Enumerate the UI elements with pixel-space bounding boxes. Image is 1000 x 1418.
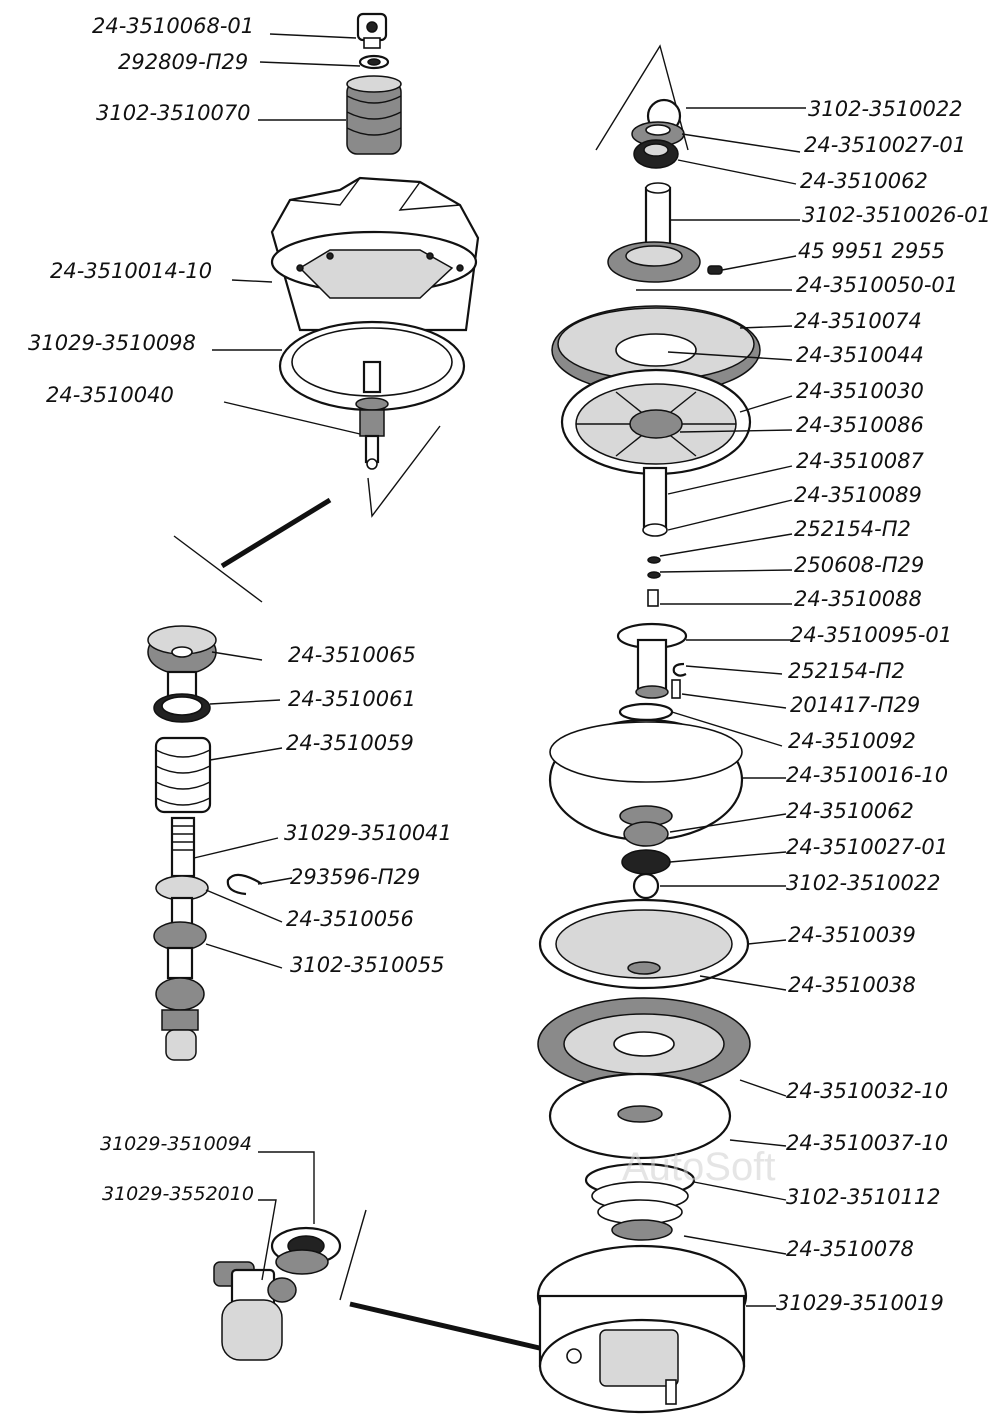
part-number-label: 24-3510027-01 bbox=[804, 133, 966, 157]
part-number-label: 293596-П29 bbox=[290, 865, 420, 889]
leader-lines bbox=[193, 33, 806, 1307]
part-valve-spring bbox=[154, 736, 212, 814]
part-spring-cap bbox=[346, 75, 402, 155]
part-number-label: 292809-П29 bbox=[118, 50, 248, 74]
part-number-label: 3102-3510112 bbox=[786, 1185, 941, 1209]
part-number-label: 24-3510087 bbox=[796, 449, 924, 473]
part-seal-lower bbox=[621, 821, 671, 900]
part-number-label: 24-3510088 bbox=[794, 587, 922, 611]
axis-line bbox=[220, 497, 332, 569]
part-number-label: 24-3510062 bbox=[786, 799, 914, 823]
part-diaphragm bbox=[537, 997, 751, 1091]
part-wheel-piston bbox=[560, 368, 752, 476]
part-push-rod-tube bbox=[644, 182, 672, 246]
part-diaphragm-plate bbox=[538, 898, 750, 990]
axis-line bbox=[349, 1301, 549, 1353]
part-number-label: 24-3510037-10 bbox=[786, 1131, 948, 1155]
part-return-spring bbox=[584, 1162, 696, 1241]
part-number-label: 24-3510040 bbox=[46, 383, 174, 407]
part-valve-top-fitting bbox=[356, 12, 388, 49]
part-number-label: 24-3510086 bbox=[796, 413, 924, 437]
part-number-label: 24-3510032-10 bbox=[786, 1079, 948, 1103]
part-number-label: 24-3510059 bbox=[286, 731, 414, 755]
part-number-label: 31029-3510041 bbox=[284, 821, 452, 845]
part-number-label: 24-3510068-01 bbox=[92, 14, 254, 38]
part-number-label: 31029-3510098 bbox=[28, 331, 196, 355]
part-clip-small bbox=[672, 662, 687, 677]
part-number-label: 24-3510016-10 bbox=[786, 763, 948, 787]
part-number-label: 3102-3510022 bbox=[786, 871, 941, 895]
part-number-label: 201417-П29 bbox=[790, 693, 920, 717]
part-bolt-small bbox=[671, 679, 681, 699]
part-number-label: 3102-3510026-01 bbox=[802, 203, 991, 227]
axis-bracket bbox=[367, 425, 441, 518]
part-piston-rod bbox=[642, 466, 668, 607]
part-number-label: 24-3510014-10 bbox=[50, 259, 212, 283]
axis-bracket bbox=[173, 535, 263, 603]
part-housing-rear bbox=[536, 1244, 748, 1414]
part-valve-stem bbox=[355, 360, 389, 470]
part-number-label: 24-3510039 bbox=[788, 923, 916, 947]
axis-bracket bbox=[339, 1209, 367, 1301]
part-number-label: 24-3510050-01 bbox=[796, 273, 958, 297]
part-number-label: 31029-3552010 bbox=[102, 1183, 254, 1205]
part-plate-rear bbox=[548, 1072, 732, 1160]
part-number-label: 24-3510065 bbox=[288, 643, 416, 667]
part-number-label: 24-3510092 bbox=[788, 729, 916, 753]
part-valve-cap bbox=[147, 625, 217, 675]
part-number-label: 24-3510074 bbox=[794, 309, 922, 333]
part-number-label: 24-3510062 bbox=[800, 169, 928, 193]
part-retaining-clip bbox=[226, 873, 263, 896]
part-grommet bbox=[270, 1226, 342, 1275]
part-hose-fitting bbox=[213, 1261, 297, 1361]
part-bearing-housing bbox=[616, 622, 688, 699]
part-number-label: 24-3510027-01 bbox=[786, 835, 948, 859]
part-number-label: 24-3510030 bbox=[796, 379, 924, 403]
part-number-label: 24-3510089 bbox=[794, 483, 922, 507]
part-number-label: 24-3510095-01 bbox=[790, 623, 952, 647]
part-small-pin bbox=[707, 265, 723, 275]
part-number-label: 252154-П2 bbox=[788, 659, 905, 683]
part-valve-seat bbox=[153, 670, 211, 723]
part-valve-rod bbox=[153, 816, 209, 1061]
part-number-label: 24-3510044 bbox=[796, 343, 924, 367]
part-housing-front bbox=[548, 718, 744, 842]
part-number-label: 3102-3510070 bbox=[96, 101, 251, 125]
part-housing-cover bbox=[270, 176, 480, 332]
part-number-label: 24-3510038 bbox=[788, 973, 916, 997]
part-washer-small bbox=[358, 54, 390, 70]
part-number-label: 24-3510061 bbox=[288, 687, 416, 711]
part-number-label: 250608-П29 bbox=[794, 553, 924, 577]
part-seal-upper bbox=[631, 121, 685, 169]
part-number-label: 3102-3510055 bbox=[290, 953, 445, 977]
part-number-label: 252154-П2 bbox=[794, 517, 911, 541]
part-o-ring bbox=[618, 702, 674, 722]
watermark: AutoSoft bbox=[622, 1145, 775, 1189]
part-number-label: 31029-3510094 bbox=[100, 1133, 252, 1155]
part-number-label: 3102-3510022 bbox=[808, 97, 963, 121]
part-flange-seal bbox=[607, 241, 701, 283]
part-number-label: 24-3510056 bbox=[286, 907, 414, 931]
part-number-label: 31029-3510019 bbox=[776, 1291, 944, 1315]
part-number-label: 45 9951 2955 bbox=[798, 239, 945, 263]
part-number-label: 24-3510078 bbox=[786, 1237, 914, 1261]
leader-line bbox=[223, 401, 361, 435]
